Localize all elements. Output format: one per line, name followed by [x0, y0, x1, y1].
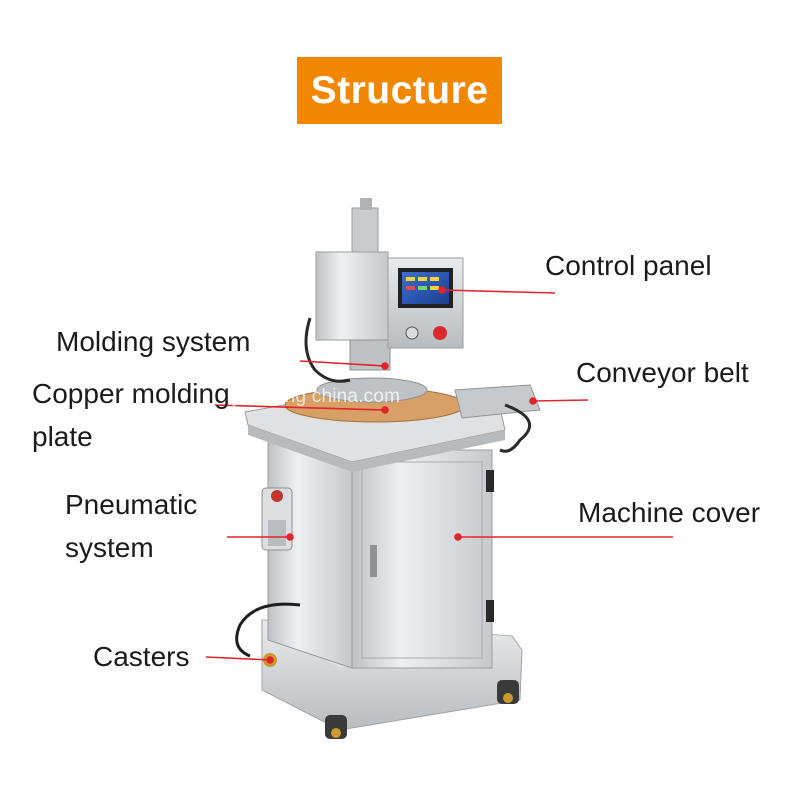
leader-casters — [205, 656, 271, 661]
caster-wheels — [263, 653, 519, 739]
label-control-panel: Control panel — [545, 250, 712, 281]
conveyor — [454, 384, 541, 453]
label-copper-line1: Copper molding — [32, 378, 230, 409]
leader-molding-system — [299, 360, 386, 367]
label-machine-cover: Machine cover — [578, 497, 761, 528]
label-molding-system: Molding system — [56, 326, 251, 357]
watermark: yanneng china.com — [232, 386, 401, 407]
title-banner: Structure — [297, 57, 502, 124]
leader-control-panel — [441, 289, 556, 294]
control-box — [387, 257, 464, 349]
leader-lines — [205, 286, 673, 664]
molding-head — [304, 198, 391, 383]
leader-copper-plate — [214, 404, 386, 411]
power-cable — [235, 602, 301, 658]
leader-conveyor — [532, 399, 589, 402]
label-casters: Casters — [93, 641, 190, 672]
label-pneumatic-line1: Pneumatic — [65, 489, 198, 520]
pneumatic-unit — [261, 487, 293, 551]
page-title: Structure — [310, 68, 489, 112]
label-conveyor-belt: Conveyor belt — [576, 357, 749, 388]
label-pneumatic-line2: system — [65, 532, 154, 563]
label-copper-line2: plate — [32, 421, 93, 452]
